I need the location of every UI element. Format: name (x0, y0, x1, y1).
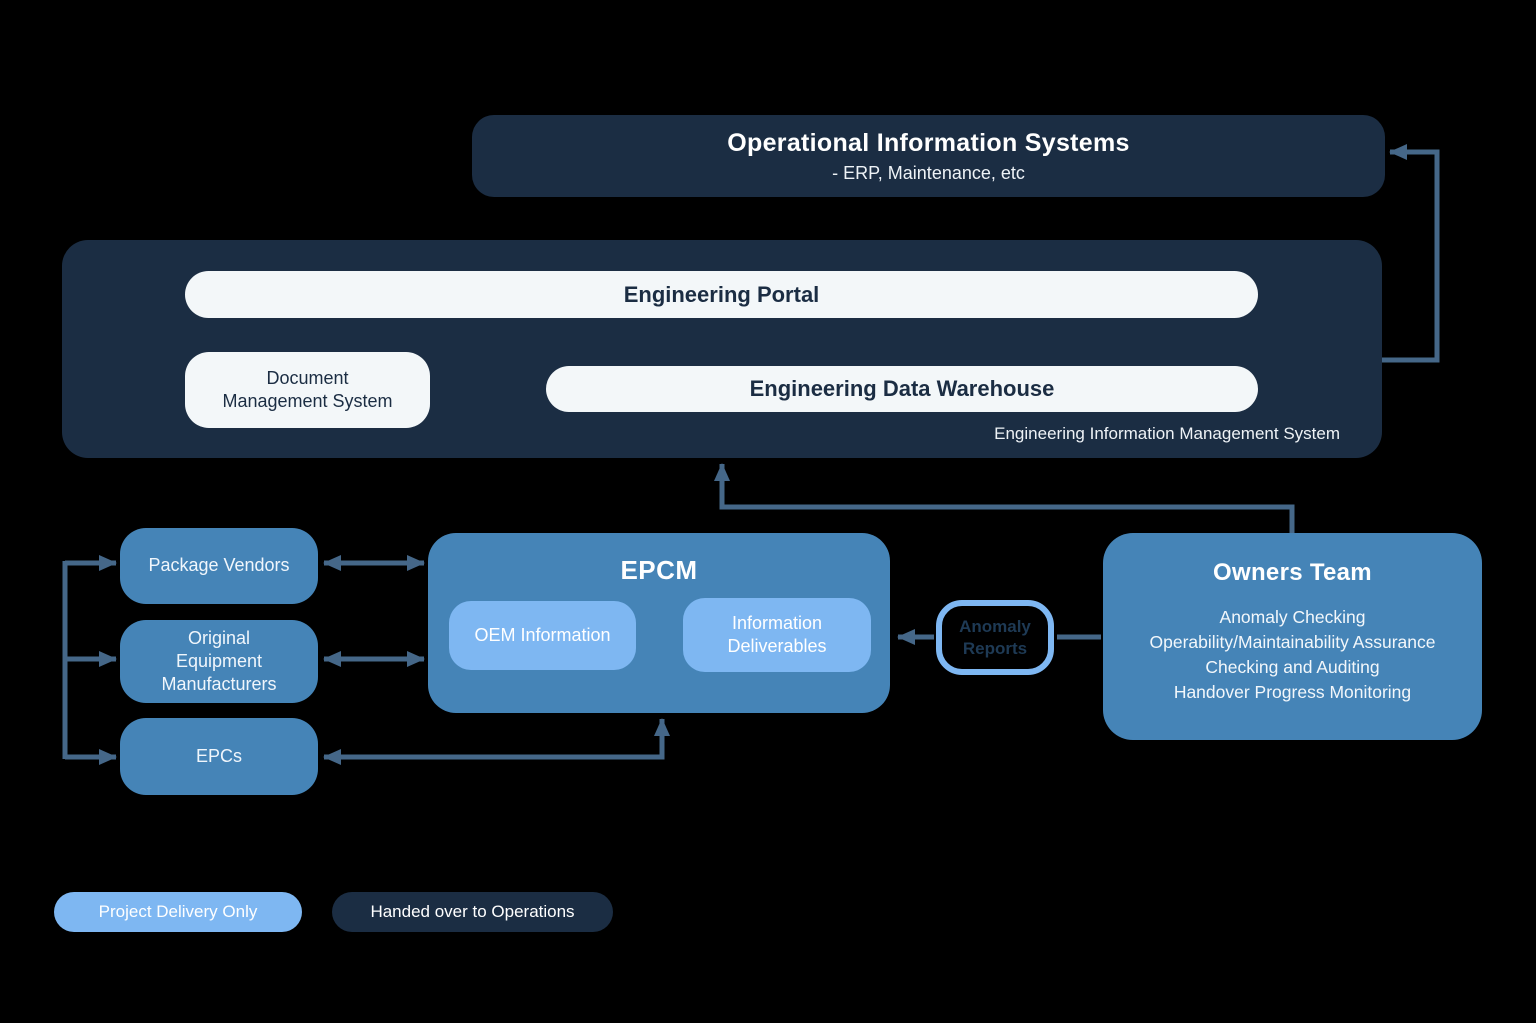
engineering-portal-box: Engineering Portal (185, 271, 1258, 318)
owners-team-item: Anomaly Checking (1219, 607, 1366, 627)
epcs-box: EPCs (120, 718, 318, 795)
epcm-title: EPCM (620, 555, 698, 585)
arrow-epcs-epcm (323, 718, 670, 765)
engineering-data-warehouse-box: Engineering Data Warehouse (546, 366, 1258, 412)
information-deliverables-box: Information Deliverables (683, 598, 871, 672)
owners-team-box: Owners Team Anomaly Checking Operability… (1103, 533, 1482, 740)
operational-information-systems-box: Operational Information Systems - ERP, M… (472, 115, 1385, 197)
original-equipment-manufacturers-box: Original Equipment Manufacturers (120, 620, 318, 703)
ois-subtitle: - ERP, Maintenance, etc (832, 162, 1025, 183)
ois-title: Operational Information Systems (727, 128, 1130, 157)
legend-project-delivery-only: Project Delivery Only (54, 892, 302, 932)
eims-system-label: Engineering Information Management Syste… (994, 424, 1340, 443)
legend-handed-over-to-operations: Handed over to Operations (332, 892, 613, 932)
information-deliverables-label: Information Deliverables (727, 612, 827, 656)
owners-team-title: Owners Team (1213, 559, 1372, 586)
owners-team-item: Handover Progress Monitoring (1173, 681, 1412, 702)
arrow-owners-to-eims (714, 463, 1295, 533)
package-vendors-box: Package Vendors (120, 528, 318, 604)
dms-label: Document Management System (222, 367, 393, 411)
oem-information-box: OEM Information (449, 601, 636, 670)
epcm-box: EPCM OEM Information Information Deliver… (428, 533, 890, 713)
anomaly-reports-label: Anomaly Reports (959, 617, 1031, 658)
arrow-eims-to-ois (1378, 144, 1440, 363)
owners-team-item: Operability/Maintainability Assurance (1149, 631, 1436, 652)
document-management-system-box: Document Management System (185, 352, 430, 428)
oem-label: Original Equipment Manufacturers (161, 627, 277, 695)
owners-team-item: Checking and Auditing (1205, 656, 1380, 677)
anomaly-reports-pill: Anomaly Reports (936, 600, 1054, 675)
owners-team-activities: Anomaly Checking Operability/Maintainabi… (1150, 605, 1436, 704)
